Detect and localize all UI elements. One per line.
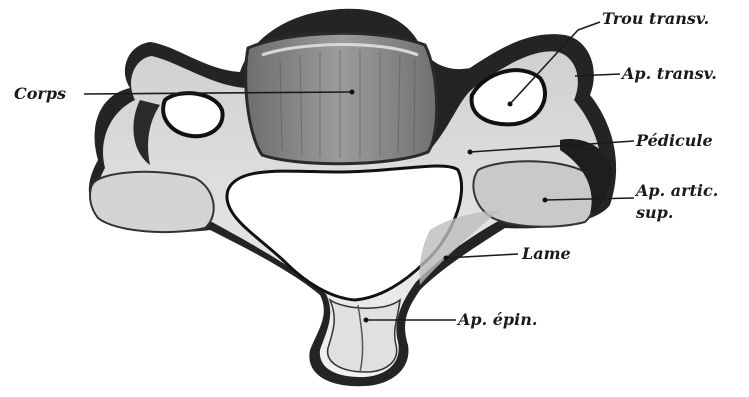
label-corps: Corps [14,84,66,103]
transverse-foramen-left [163,93,222,136]
vertebral-body [246,33,437,163]
label-ap-artic-line1: Ap. artic. [634,181,718,200]
spinous-process [328,300,400,372]
label-ap-epin: Ap. épin. [456,310,537,329]
label-trou-transv: Trou transv. [602,9,709,28]
label-ap-artic-line2: sup. [635,203,673,222]
articular-facet-left [90,172,214,232]
label-ap-transv: Ap. transv. [620,64,717,83]
label-pedicule: Pédicule [635,131,713,150]
label-ap-transv-group: Ap. transv. [575,64,717,83]
label-lame: Lame [521,244,571,263]
